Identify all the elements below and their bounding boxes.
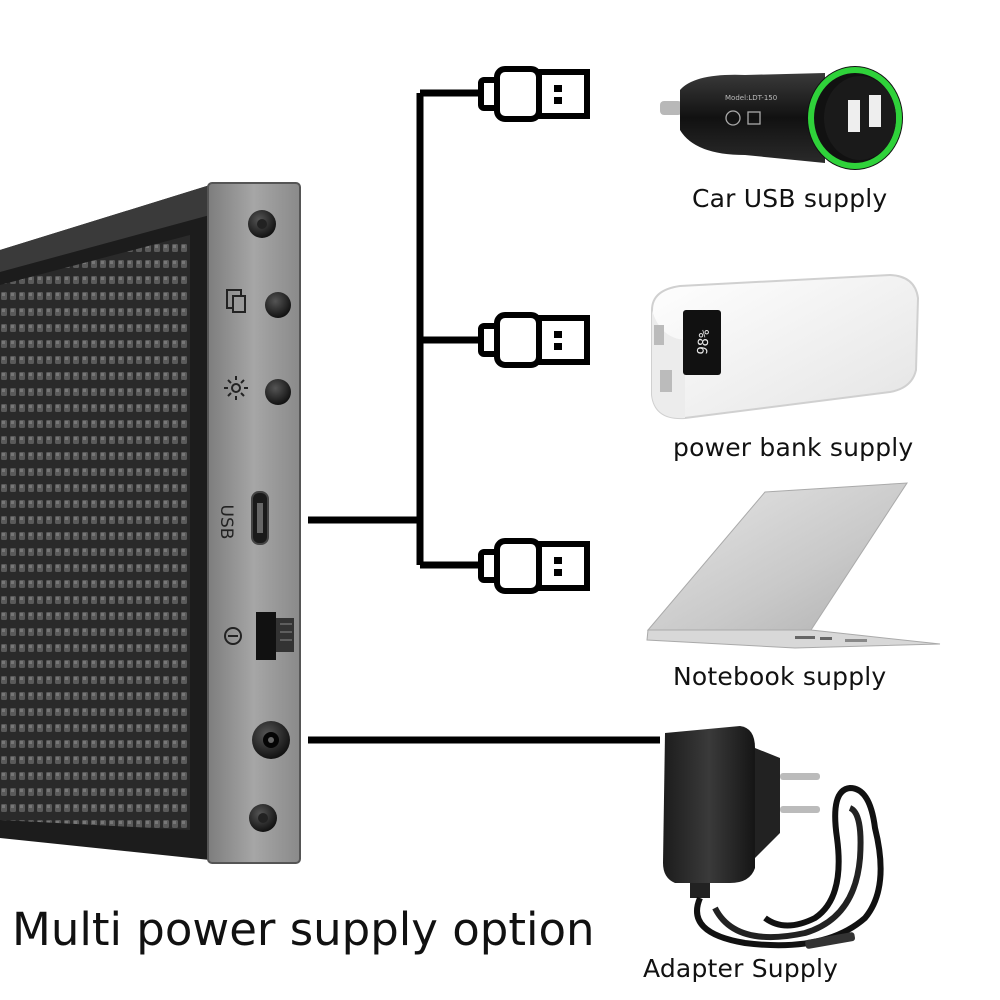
usb-plug-icon bbox=[478, 66, 590, 122]
power-bank-icon: 98% bbox=[651, 273, 920, 420]
usb-plug-icon bbox=[478, 538, 590, 594]
power-switch[interactable] bbox=[256, 612, 294, 660]
brightness-icon bbox=[224, 376, 248, 400]
page-title: Multi power supply option bbox=[12, 903, 595, 956]
car-charger-icon: Model:LDT-150 bbox=[660, 66, 903, 170]
ac-adapter-icon bbox=[663, 726, 884, 949]
dc-jack[interactable] bbox=[252, 721, 290, 759]
adapter-supply-label: Adapter Supply bbox=[643, 954, 839, 983]
car-usb-supply-label: Car USB supply bbox=[692, 184, 888, 213]
power-bank-display: 98% bbox=[695, 328, 713, 355]
led-panel-illustration bbox=[0, 182, 301, 864]
usb-plug-icon bbox=[478, 312, 590, 368]
power-bank-supply-label: power bank supply bbox=[673, 433, 914, 462]
laptop-icon bbox=[646, 482, 941, 649]
power-symbol-icon bbox=[224, 627, 242, 645]
brightness-button[interactable] bbox=[265, 379, 291, 405]
mode-button[interactable] bbox=[265, 292, 291, 318]
notebook-supply-label: Notebook supply bbox=[673, 662, 887, 691]
mode-symbol-icon bbox=[226, 289, 246, 313]
cable-diagram bbox=[308, 89, 660, 744]
usb-port[interactable] bbox=[251, 491, 269, 545]
usb-cable-tree bbox=[308, 89, 480, 569]
panel-frame bbox=[0, 185, 210, 860]
svg-text:Model:LDT-150: Model:LDT-150 bbox=[725, 94, 777, 102]
